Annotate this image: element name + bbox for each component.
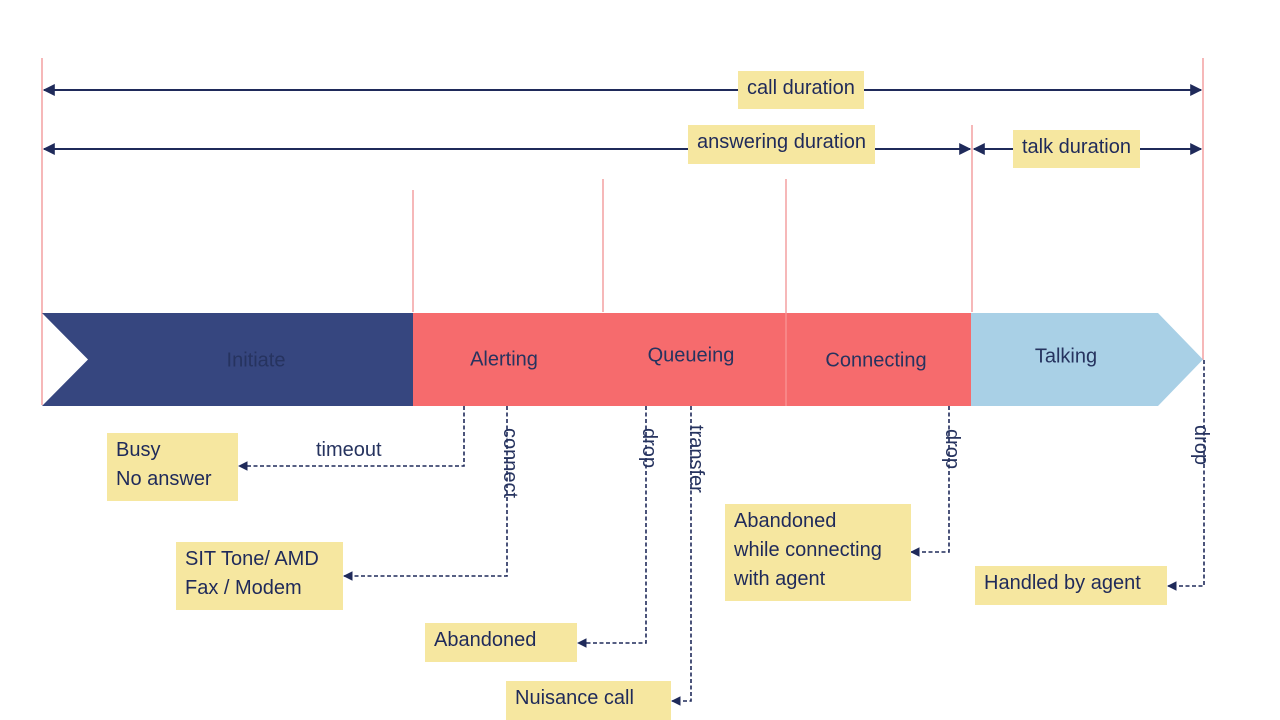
stage-label-connecting: Connecting	[825, 349, 927, 372]
outcome-abandoned-connecting-line2: while connecting	[734, 539, 882, 561]
stage-talking	[971, 313, 1203, 406]
outcome-abandoned: Abandoned	[425, 623, 577, 662]
outcome-abandoned-connecting: Abandoned while connecting with agent	[725, 504, 911, 601]
stage-initiate	[42, 313, 413, 406]
stage-label-queueing: Queueing	[647, 344, 735, 367]
transfer-label: transfer	[685, 425, 707, 493]
outcome-busy-no-answer: Busy No answer	[107, 433, 238, 501]
stage-label-alerting: Alerting	[470, 348, 538, 371]
timeout-path	[238, 406, 465, 471]
drop-talking-path	[1167, 360, 1205, 591]
answering-duration-label: answering duration	[688, 125, 875, 164]
outcome-busy-line2: No answer	[116, 468, 212, 490]
drop-connecting-label: drop	[941, 429, 963, 470]
outcome-sit-fax: SIT Tone/ AMD Fax / Modem	[176, 542, 343, 610]
transfer-path	[671, 406, 692, 706]
stage-alerting	[413, 313, 603, 406]
drop-connecting-path	[910, 406, 950, 557]
talk-duration-label: talk duration	[1013, 130, 1140, 168]
drop-talking-label: drop	[1190, 425, 1212, 466]
stage-connecting	[786, 313, 971, 406]
outcome-sit-line2: Fax / Modem	[185, 577, 302, 599]
stage-label-initiate: Initiate	[226, 349, 286, 372]
outcome-sit-line1: SIT Tone/ AMD	[185, 548, 319, 570]
drop-queue-label: drop	[638, 428, 660, 469]
stage-queueing	[603, 313, 786, 406]
drop-queue-path	[577, 406, 647, 648]
outcome-busy-line1: Busy	[116, 439, 161, 461]
outcome-abandoned-connecting-line1: Abandoned	[734, 510, 837, 532]
connect-path	[343, 406, 508, 581]
connect-label: connect	[499, 428, 521, 499]
outcome-abandoned-connecting-line3: with agent	[734, 568, 826, 590]
timeout-label: timeout	[316, 439, 382, 461]
boundary-markers	[41, 58, 1204, 405]
outcome-nuisance-call: Nuisance call	[506, 681, 671, 720]
outcome-handled-by-agent: Handled by agent	[975, 566, 1167, 605]
stage-label-talking: Talking	[1034, 345, 1098, 368]
call-duration-label: call duration	[738, 71, 864, 109]
